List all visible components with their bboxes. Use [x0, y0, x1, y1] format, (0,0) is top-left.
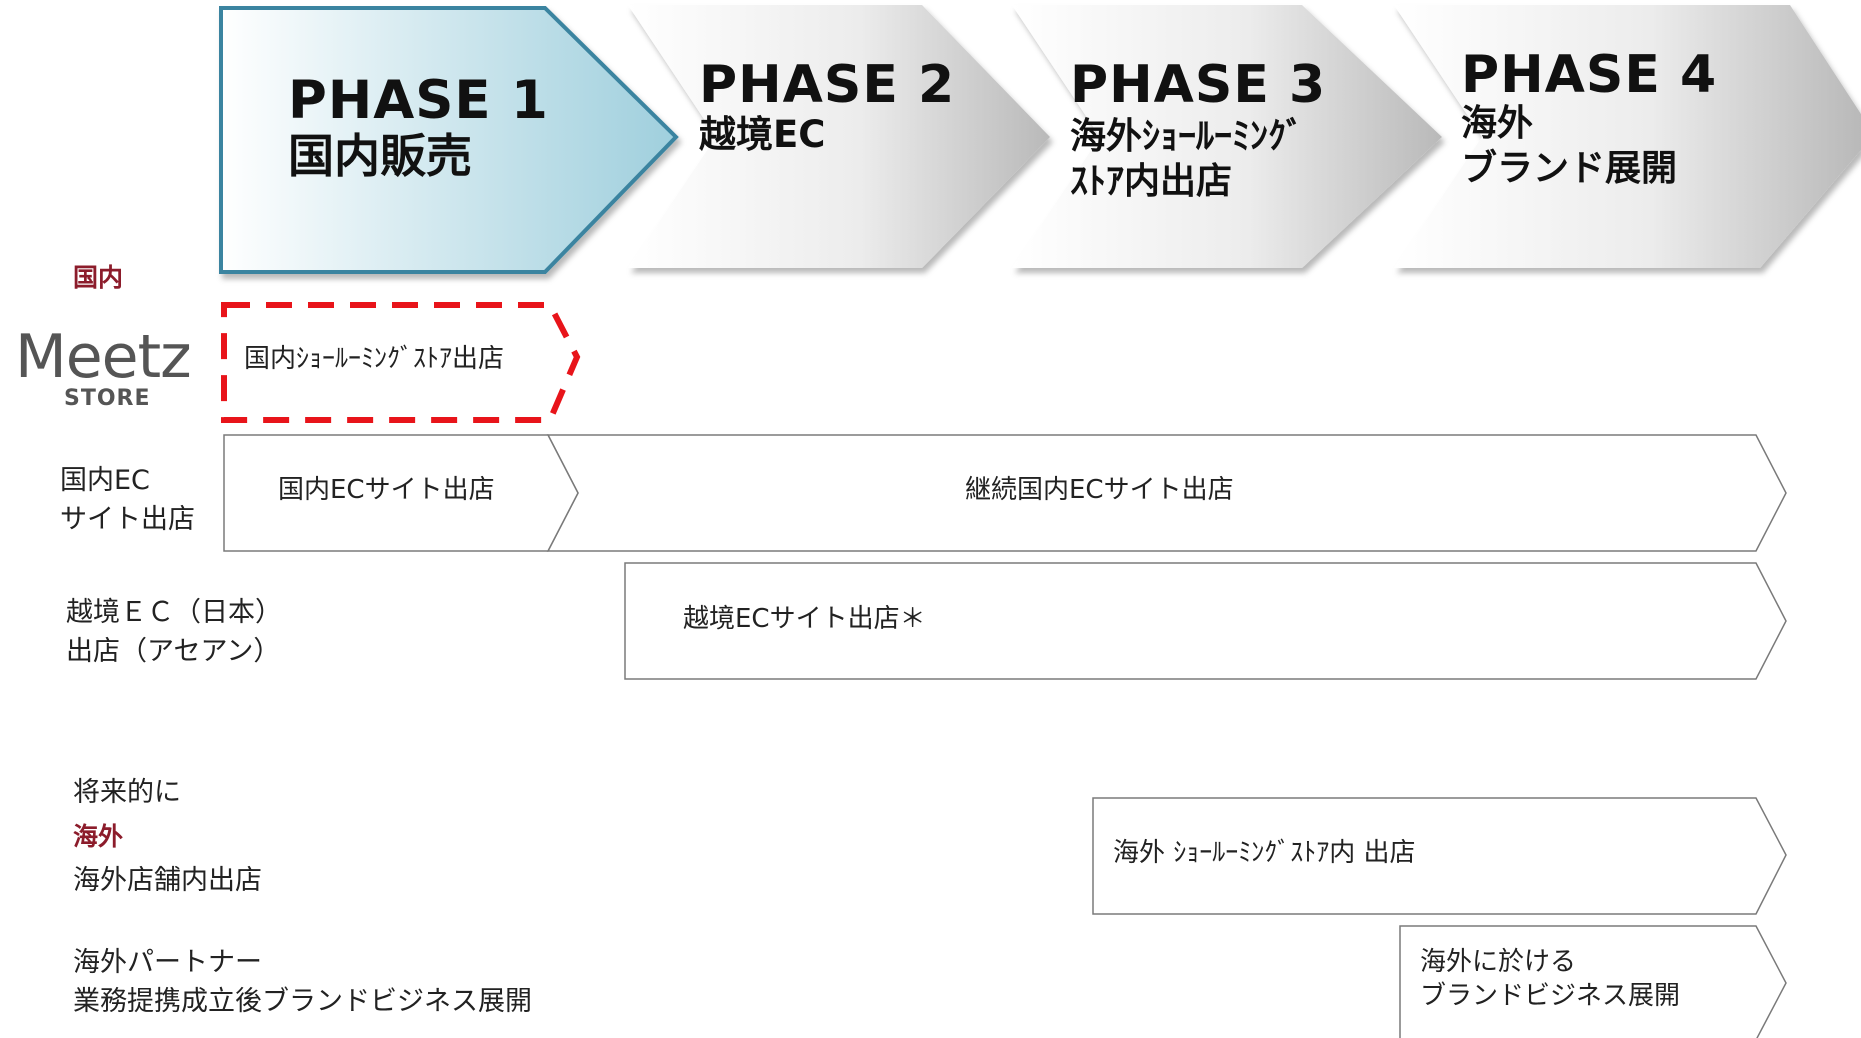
phase-3-number: PHASE 3 [1070, 55, 1327, 115]
phase-3-subtitle-line2: ｽﾄｱ内出店 [1070, 161, 1233, 202]
domestic-ec-open-box [223, 434, 579, 552]
cross-border-ec-label: 越境ECサイト出店＊ [683, 604, 926, 634]
phase-2-subtitle: 越境EC [699, 113, 826, 156]
cross-border-ec-box [624, 562, 1787, 680]
overseas-brand-label-line2: ブランドビジネス展開 [1420, 981, 1681, 1011]
phase-1-number: PHASE 1 [288, 70, 549, 131]
phase-1-chevron [219, 6, 679, 274]
overseas-showroom-box [1092, 797, 1787, 915]
row-label-overseas-store: 海外店舗内出店 [73, 865, 262, 896]
row-label-overseas-partner-line2: 業務提携成立後ブランドビジネス展開 [73, 986, 532, 1017]
phase-4-subtitle-line1: 海外 [1461, 103, 1534, 144]
section-label-domestic: 国内 [73, 263, 124, 292]
row-label-overseas-partner-line1: 海外パートナー [73, 947, 262, 978]
domestic-ec-open-label: 国内ECサイト出店 [278, 475, 495, 505]
section-label-future: 将来的に [73, 777, 181, 808]
overseas-brand-box [1399, 925, 1787, 1038]
meetz-logo-sub: STORE [64, 386, 151, 411]
row-label-domestic-ec-line1: 国内EC [60, 465, 150, 496]
phase-3-chevron [1012, 5, 1442, 268]
phase-4-chevron [1394, 5, 1861, 268]
phase-3-subtitle-line1: 海外ｼｮｰﾙｰﾐﾝｸﾞ [1070, 116, 1305, 157]
domestic-showroom-label: 国内ｼｮｰﾙｰﾐﾝｸﾞｽﾄｱ出店 [244, 344, 505, 374]
phase-2-chevron [628, 5, 1050, 268]
section-label-overseas: 海外 [73, 822, 124, 851]
meetz-logo-text: Meetz [15, 322, 192, 392]
phase-4-number: PHASE 4 [1461, 45, 1718, 105]
row-label-cross-border-line2: 出店（アセアン） [66, 636, 281, 667]
overseas-brand-label-line1: 海外に於ける [1420, 947, 1577, 977]
overseas-showroom-label: 海外 ｼｮｰﾙｰﾐﾝｸﾞｽﾄｱ内 出店 [1113, 838, 1416, 868]
row-label-domestic-ec-line2: サイト出店 [60, 504, 195, 535]
phase-4-subtitle-line2: ブランド展開 [1461, 148, 1678, 189]
domestic-ec-continue-label: 継続国内ECサイト出店 [965, 475, 1234, 505]
domestic-showroom-dashed-box [221, 302, 581, 423]
phase-2-number: PHASE 2 [699, 55, 956, 115]
phase-1-subtitle: 国内販売 [288, 129, 472, 183]
row-label-cross-border-line1: 越境ＥＣ（日本） [66, 597, 282, 628]
